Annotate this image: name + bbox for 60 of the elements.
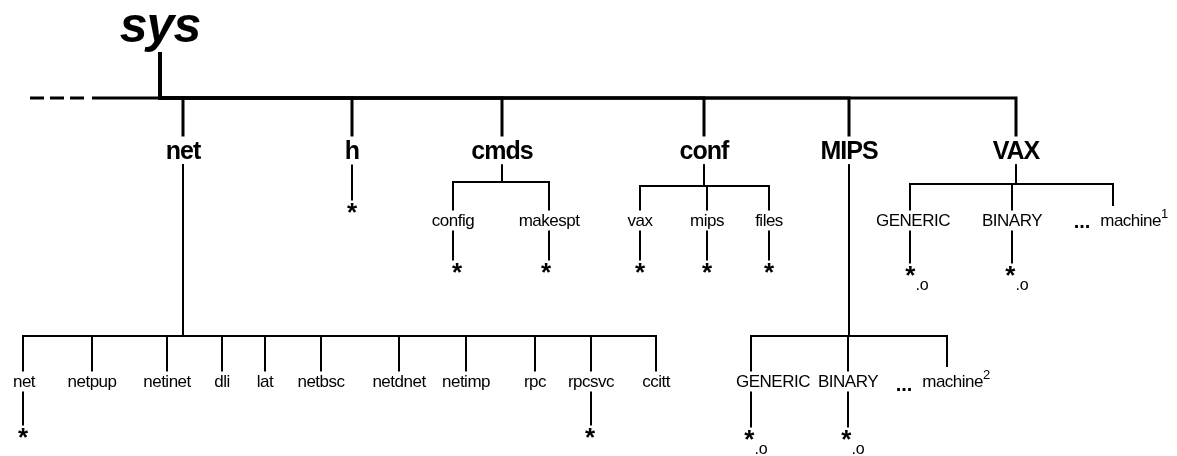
subdirectory-name: mips [690,211,724,229]
wildcard-label: *$_{.o}$ [905,264,929,292]
wildcard-label: * [763,261,775,283]
wildcard-label: * [634,261,646,283]
wildcard-label: *$_{.o}$ [841,428,865,456]
tree-line [158,52,1018,137]
subdirectory-name: files [755,211,783,229]
subdirectory-name: config [431,211,475,229]
wildcard-label: * [346,201,358,223]
wildcard-label: *$_{.o}$ [744,428,768,456]
tree-line [847,390,849,429]
subdirectory-name: GENERIC [736,372,810,390]
subdirectory-name: netpup [67,372,117,390]
ellipsis: ... [1073,215,1091,227]
tree-line [548,229,550,262]
directory-name: VAX [992,137,1040,163]
subdirectory-name: BINARY [818,372,878,390]
subdirectory-name: netdnet [372,372,426,390]
tree-line [501,163,550,212]
tree-line [452,229,454,262]
directory-name: net [165,137,201,163]
subdirectory-name: BINARY [982,211,1042,229]
wildcard-label: * [701,261,713,283]
subdirectory-name: ccitt [642,372,670,390]
tree-line [22,390,24,427]
subdirectory-name: vax [627,211,653,229]
subdirectory-name: netinet [143,372,191,390]
subdirectory-name: machine$^{1}$ [1100,207,1168,229]
subdirectory-name: lat [256,372,274,390]
tree-line [590,390,592,427]
ellipsis: ... [895,378,913,390]
wildcard-label: * [540,261,552,283]
tree-line [706,229,708,262]
subdirectory-name: netimp [442,372,490,390]
root-directory-name: sys [119,0,201,50]
directory-name: h [344,137,360,163]
wildcard-label: * [17,426,29,448]
wildcard-label: * [584,426,596,448]
subdirectory-name: rpcsvc [567,372,615,390]
subdirectory-name: GENERIC [876,211,950,229]
subdirectory-name: netbsc [297,372,345,390]
tree-line [750,390,752,429]
subdirectory-name: net [12,372,36,390]
tree-line [703,163,770,212]
tree-line [351,163,353,202]
wildcard-label: * [451,261,463,283]
directory-name: conf [679,137,729,163]
subdirectory-name: machine$^{2}$ [922,368,990,390]
subdirectory-name: rpc [523,372,547,390]
tree-line [909,229,911,265]
tree-line [1015,163,1114,207]
subdirectory-name: dli [214,372,230,390]
wildcard-label: *$_{.o}$ [1005,264,1029,292]
directory-name: cmds [471,137,533,163]
tree-line [768,229,770,262]
tree-line [848,163,948,368]
tree-line [1011,229,1013,265]
directory-name: MIPS [820,137,878,163]
subdirectory-name: makespt [518,211,580,229]
tree-line [639,229,641,262]
